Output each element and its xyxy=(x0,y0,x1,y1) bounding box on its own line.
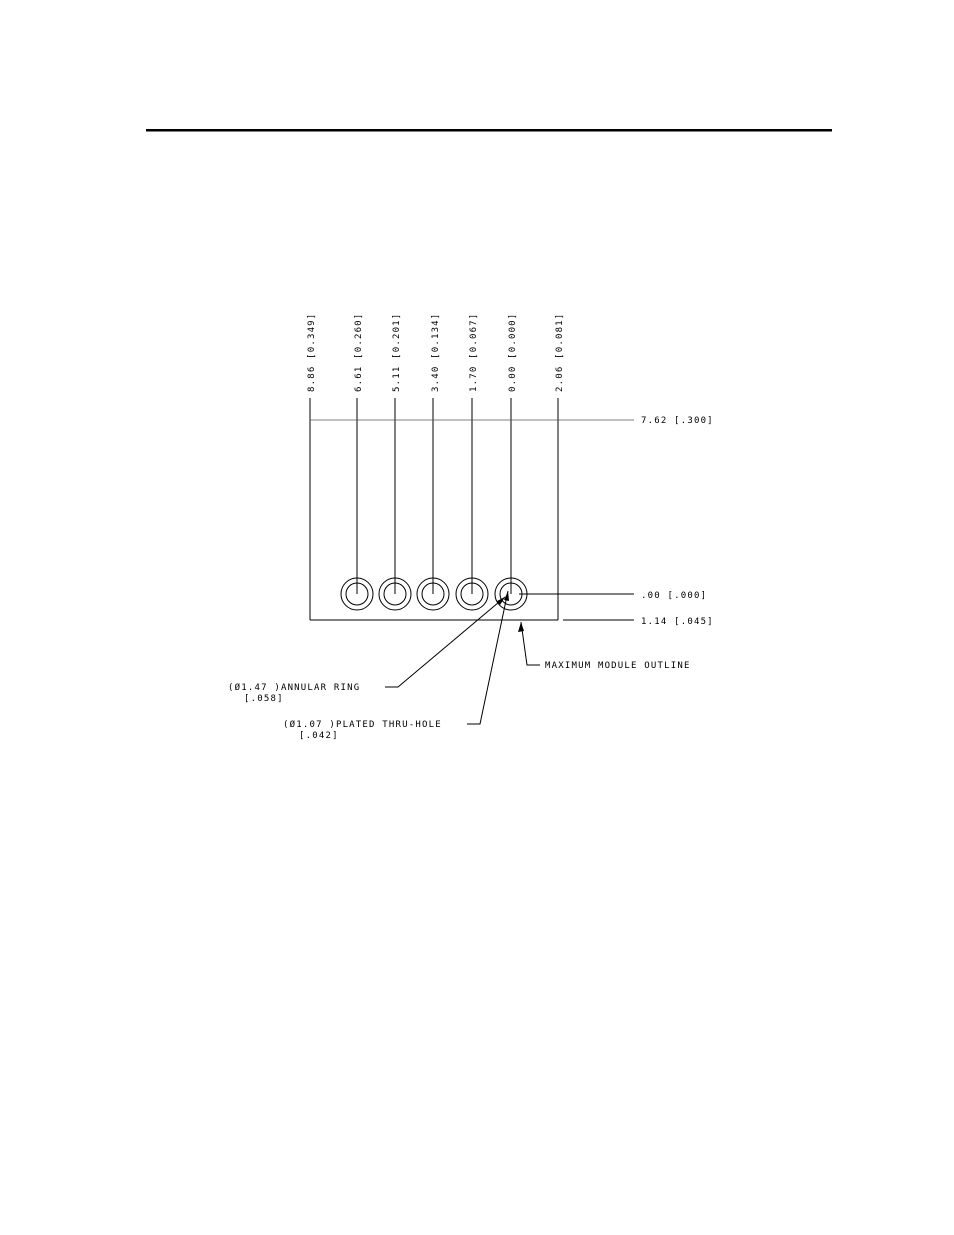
x-dim-label: 5.11 [0.201] xyxy=(392,313,402,392)
x-dim-label: 2.06 [0.081] xyxy=(555,313,565,392)
annular-ring-leader xyxy=(385,597,505,687)
x-dim-label: 3.40 [0.134] xyxy=(431,313,441,392)
x-dim-label: 0.00 [0.000] xyxy=(508,313,518,392)
x-dim-label: 6.61 [0.260] xyxy=(354,313,364,392)
thru-hole-leader xyxy=(467,591,508,724)
annular-ring-callout: (Ø1.47 )ANNULAR RING xyxy=(228,682,360,693)
x-dim-label: 8.86 [0.349] xyxy=(307,313,317,392)
y-dim-origin-label: .00 [.000] xyxy=(641,591,707,601)
x-dim-label: 1.70 [0.067] xyxy=(469,313,479,392)
outline-leader xyxy=(521,622,540,665)
outline-callout: MAXIMUM MODULE OUTLINE xyxy=(545,661,691,671)
y-dim-bottom-label: 1.14 [.045] xyxy=(641,617,714,627)
leader-arrowhead xyxy=(504,591,509,601)
header-rule xyxy=(146,129,832,132)
annular-ring-callout-inch: [.058] xyxy=(244,694,284,704)
y-dim-top-label: 7.62 [.300] xyxy=(641,416,714,426)
thru-hole-callout: (Ø1.07 )PLATED THRU-HOLE xyxy=(283,719,442,730)
leader-arrowhead xyxy=(518,622,524,632)
thru-hole-callout-inch: [.042] xyxy=(299,731,339,741)
